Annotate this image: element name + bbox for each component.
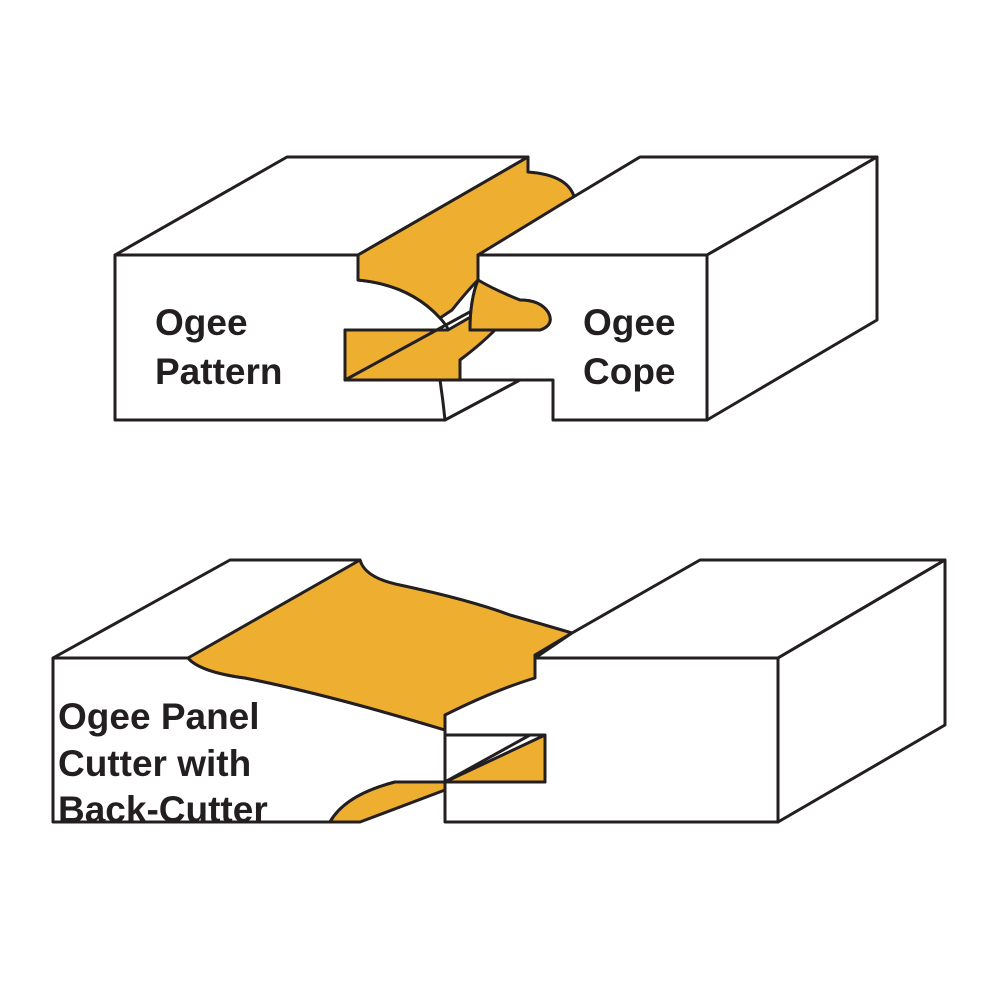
panel-label-line-3: Back-Cutter [58, 789, 268, 830]
ogee-cope-block [458, 155, 879, 422]
pattern-upper-profile [356, 155, 577, 320]
ogee-rail-block [443, 558, 947, 824]
pattern-back-edge [443, 378, 522, 422]
rail-groove-wood [443, 733, 547, 784]
cope-profile [468, 278, 552, 332]
panel-label-line-2: Cutter with [58, 743, 251, 784]
panel-label-line-1: Ogee Panel [58, 696, 260, 737]
pattern-label-line-2: Pattern [155, 351, 282, 392]
cope-label-line-1: Ogee [583, 302, 676, 343]
ogee-panel-block [51, 558, 574, 824]
rail-front-face [443, 656, 780, 824]
rail-groove-line [443, 733, 532, 784]
ogee-pattern-block [113, 155, 577, 422]
cope-label-line-2: Cope [583, 351, 676, 392]
pattern-label-line-1: Ogee [155, 302, 248, 343]
